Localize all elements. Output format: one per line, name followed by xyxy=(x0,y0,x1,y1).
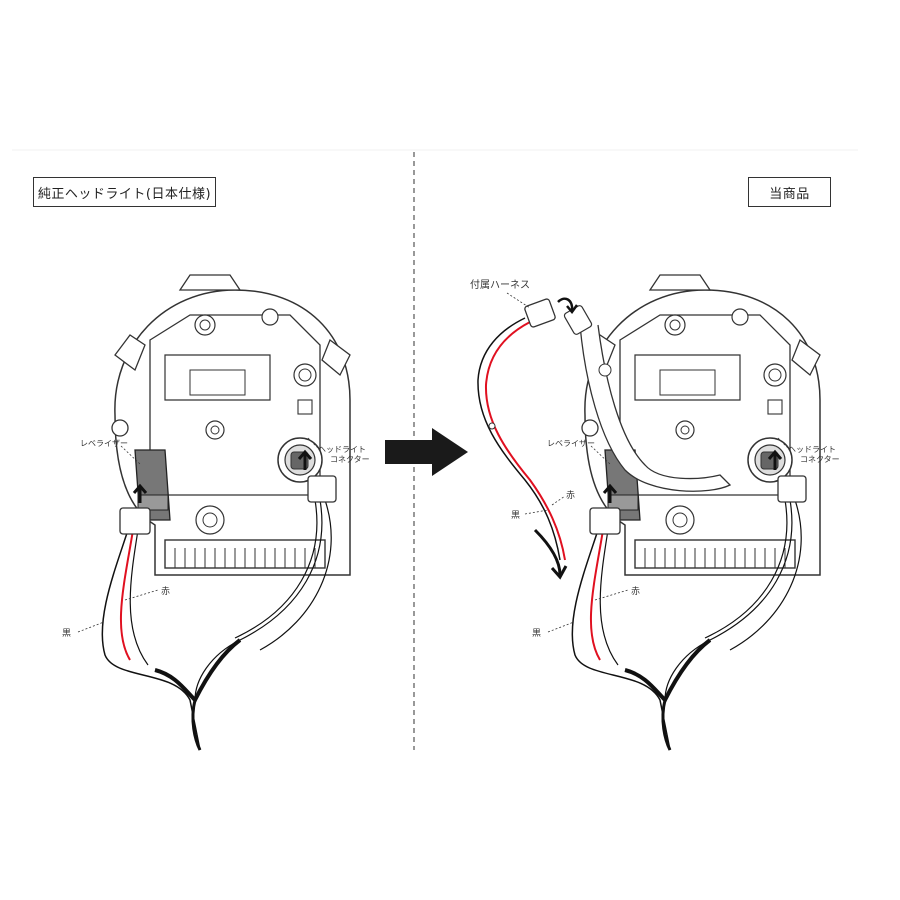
harness-loop xyxy=(579,324,732,492)
product-label: 当商品 xyxy=(748,177,831,207)
arrow-up-icon xyxy=(132,483,148,503)
arrow-up-icon xyxy=(602,483,618,503)
black-wire-label-right: 黒 xyxy=(532,628,541,639)
headlight-connector-label-1: ヘッドライト xyxy=(318,445,366,454)
included-harness-label: 付属ハーネス xyxy=(470,278,530,291)
leveler-plug-left xyxy=(119,507,151,535)
left-wiring xyxy=(101,499,332,751)
leveler-plug-right xyxy=(589,507,621,535)
red-wire-label: 赤 xyxy=(161,586,170,597)
original-headlight-label: 純正ヘッドライト(日本仕様) xyxy=(33,177,216,207)
connector-plug-right xyxy=(777,475,807,503)
red-wire-label-right: 赤 xyxy=(631,586,640,597)
arrow-up-icon xyxy=(297,449,313,470)
leveler-label: レベライザー xyxy=(80,439,128,448)
big-arrow-icon xyxy=(385,428,468,476)
red-wire-label-harness: 赤 xyxy=(566,490,575,501)
connector-plug-left xyxy=(307,475,337,503)
arrow-up-icon xyxy=(767,449,783,470)
black-wire-label: 黒 xyxy=(62,628,71,639)
included-harness xyxy=(477,317,566,561)
curved-arrow-icon xyxy=(557,297,574,311)
right-wiring xyxy=(571,499,802,751)
headlight-connector-label-right-2: コネクター xyxy=(800,455,840,464)
headlight-connector-label-2: コネクター xyxy=(330,455,370,464)
harness-plug xyxy=(524,298,556,328)
leveler-label-right: レベライザー xyxy=(547,439,595,448)
black-wire-label-harness: 黒 xyxy=(511,510,520,521)
headlight-connector-label-right-1: ヘッドライト xyxy=(788,445,836,454)
curved-arrow-down-icon xyxy=(533,528,562,576)
